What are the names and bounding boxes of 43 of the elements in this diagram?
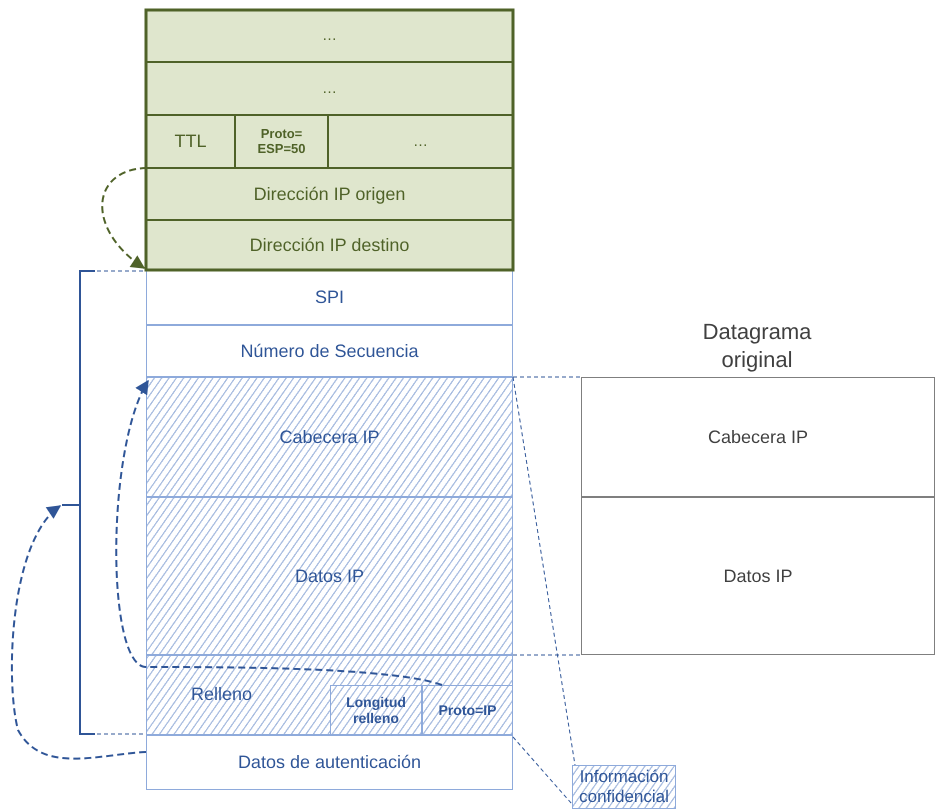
header-field [146, 115, 235, 168]
field-label: Datos IP [294, 566, 366, 586]
field-label: SPI [314, 287, 345, 308]
arrow [11, 505, 146, 760]
field-label: … [412, 132, 429, 150]
header-field [146, 10, 513, 62]
datagram-field [581, 377, 935, 497]
header-field [146, 270, 513, 325]
field-label: Cabecera IP [278, 426, 381, 448]
encrypted-field [146, 655, 513, 735]
field-label: Datos de autenticación [236, 752, 422, 773]
field-label: … [321, 27, 338, 45]
header-field [146, 220, 513, 270]
bracket [62, 270, 97, 735]
field-label: Longitud relleno [345, 694, 407, 726]
header-field [146, 325, 513, 377]
datagram-field [581, 497, 935, 655]
legend-box [572, 765, 676, 809]
field-label: Información confidencial [578, 767, 670, 807]
header-field [235, 115, 328, 168]
field-label: Relleno [190, 683, 252, 705]
field-label: Dirección IP origen [252, 184, 406, 204]
field-label: Datos IP [722, 566, 794, 586]
header-field [328, 115, 513, 168]
projection-line [512, 736, 572, 804]
field-label: … [321, 80, 338, 98]
projection-line [512, 376, 576, 766]
trailer-field [330, 685, 422, 735]
field-label: Número de Secuencia [239, 340, 420, 362]
encrypted-field [146, 377, 513, 497]
field-label: TTL [173, 131, 208, 152]
projection-line [512, 376, 582, 378]
field-label: Dirección IP destino [248, 234, 410, 256]
field-label: Proto=IP [438, 702, 498, 718]
field-label: Proto= ESP=50 [256, 126, 307, 156]
auth-field [146, 735, 513, 790]
datagram-caption: Datagrama original [702, 318, 812, 373]
field-label: Cabecera IP [706, 426, 810, 448]
projection-line [512, 654, 582, 656]
trailer-field [422, 685, 513, 735]
header-field [146, 168, 513, 220]
header-field [146, 62, 513, 115]
encrypted-field [146, 497, 513, 655]
